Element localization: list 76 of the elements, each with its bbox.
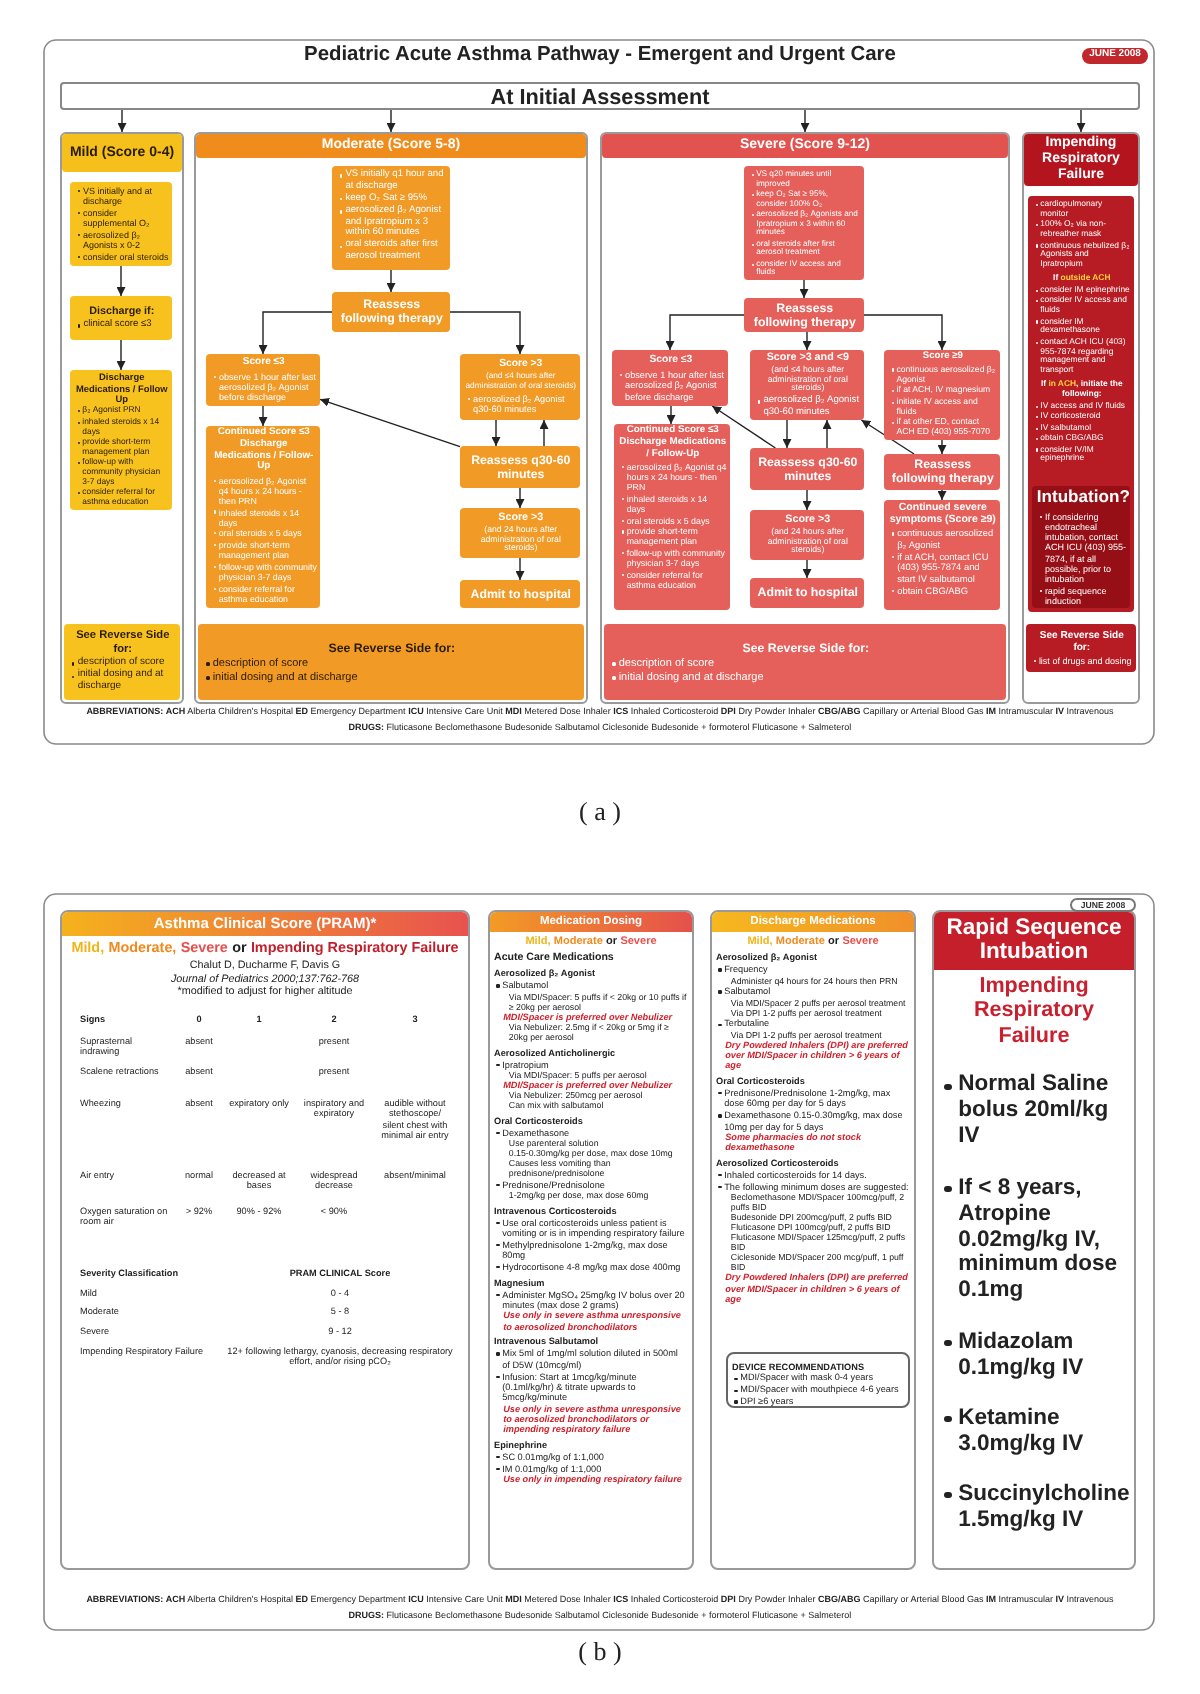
arrow	[666, 405, 676, 425]
process-box	[884, 500, 1001, 611]
arrow	[515, 487, 525, 509]
arrow	[386, 109, 396, 133]
process-box	[744, 298, 865, 333]
process-box	[884, 350, 1001, 441]
arrow	[799, 279, 809, 299]
drug-dose: Midazolam 0.1mg/kg IV	[938, 1329, 1130, 1382]
arrow	[802, 331, 812, 351]
arrow	[1076, 109, 1086, 133]
arrow	[937, 489, 947, 501]
arrow	[116, 265, 126, 297]
arrow	[802, 489, 812, 511]
process-box	[750, 578, 865, 609]
arrow	[802, 559, 812, 579]
arrow	[665, 314, 745, 351]
arrow	[117, 109, 127, 133]
action-panel	[1028, 196, 1135, 613]
arrow	[800, 109, 810, 133]
process-box	[70, 296, 173, 341]
reference-box	[198, 624, 585, 701]
process-box	[614, 424, 731, 611]
process-box	[750, 350, 865, 421]
info-card	[60, 910, 470, 1570]
process-box	[460, 446, 581, 489]
drug-dose: Normal Saline bolus 20ml/kg IV	[938, 1072, 1130, 1151]
card-header: Rapid Sequence Intubation	[934, 912, 1134, 970]
reference-box	[1026, 624, 1137, 673]
process-box	[750, 448, 865, 491]
arrow	[822, 419, 832, 449]
severity-column	[600, 132, 1010, 704]
info-card	[932, 910, 1136, 1570]
arrow	[539, 419, 549, 447]
arrow	[515, 557, 525, 581]
subtitle: Impending Respiratory Failure	[971, 973, 1096, 1049]
process-box	[460, 354, 581, 421]
panel-caption: ( b )	[576, 1638, 624, 1670]
process-box	[332, 166, 451, 271]
severity-column	[60, 132, 184, 704]
arrow	[258, 311, 333, 355]
arrow	[319, 397, 461, 448]
process-box	[612, 350, 729, 407]
arrow	[863, 314, 947, 351]
diagram-title: Pediatric Acute Asthma Pathway - Emergent and Urgent Care	[302, 44, 898, 68]
arrow	[937, 439, 947, 455]
process-box	[744, 166, 865, 281]
arrow	[386, 269, 396, 293]
process-box	[460, 508, 581, 559]
arrow	[860, 419, 915, 455]
process-box	[206, 354, 321, 407]
intubation-panel	[1032, 486, 1131, 609]
arrow	[258, 405, 268, 427]
process-box	[750, 510, 865, 561]
box-heading: Intubation?	[1036, 488, 1127, 509]
arrow	[711, 405, 777, 449]
severity-column	[194, 132, 588, 704]
info-card	[488, 910, 694, 1570]
process-box	[70, 370, 173, 511]
reference-box	[604, 624, 1007, 701]
severity-column	[1022, 132, 1140, 704]
process-box	[70, 182, 173, 267]
info-card	[710, 910, 916, 1570]
drug-dose: If < 8 years, Atropine 0.02mg/kg IV, minimum dose 0.1mg	[938, 1175, 1130, 1305]
process-box	[460, 580, 581, 609]
drug-dose: Succinylcholine 1.5mg/kg IV	[938, 1482, 1130, 1535]
arrow	[449, 311, 525, 355]
panel-caption: ( a )	[577, 798, 623, 830]
assessment-banner	[60, 82, 1140, 110]
reference-box	[64, 624, 181, 701]
recommendation-box	[726, 1352, 910, 1408]
box-heading: At Initial Assessment	[488, 86, 712, 111]
process-box	[206, 426, 321, 609]
arrow	[782, 419, 792, 449]
arrow	[116, 339, 126, 371]
drug-dose: Ketamine 3.0mg/kg IV	[938, 1405, 1130, 1458]
arrow	[491, 419, 501, 447]
